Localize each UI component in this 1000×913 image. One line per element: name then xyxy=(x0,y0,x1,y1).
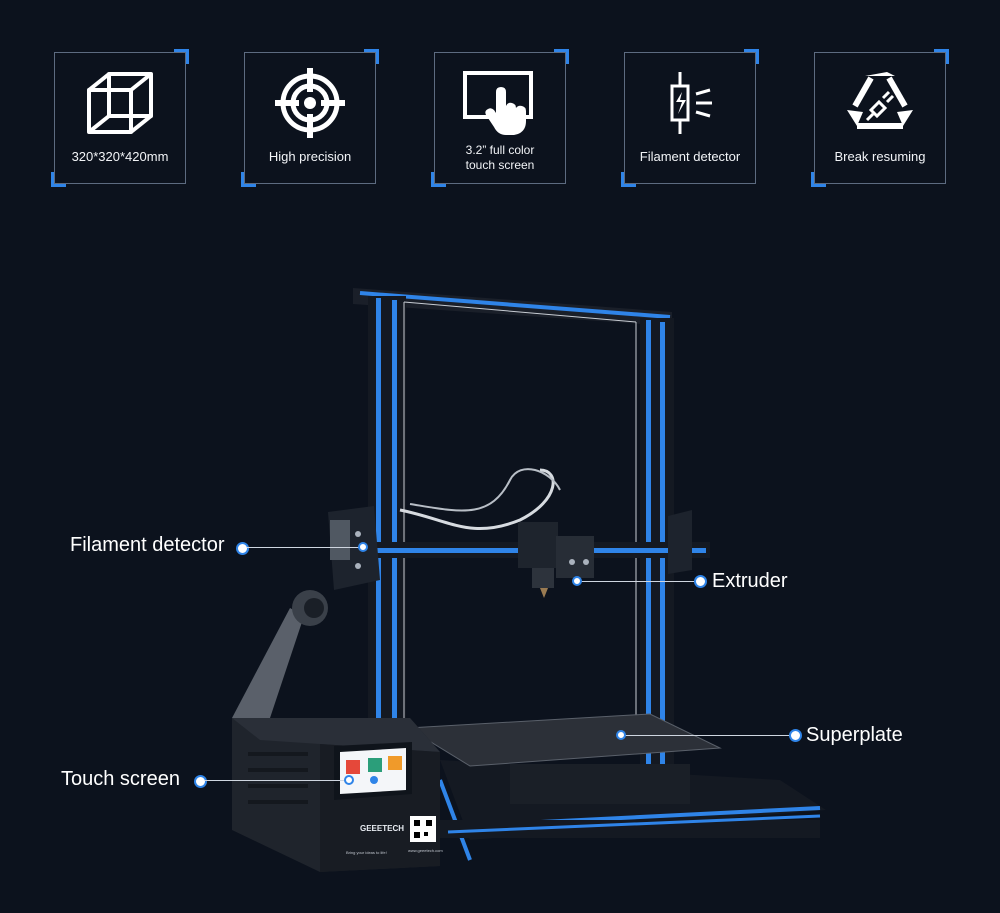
callout-dot xyxy=(194,775,207,788)
feature-label-line-2: touch screen xyxy=(465,158,535,172)
feature-bar: 320*320*420mm High precision xyxy=(0,0,1000,200)
callout-anchor-dot xyxy=(344,775,354,785)
brand-url: www.geeetech.com xyxy=(408,848,443,853)
callout-dot xyxy=(236,542,249,555)
callout-line xyxy=(205,780,345,781)
corner-accent xyxy=(554,49,569,64)
corner-accent xyxy=(241,172,256,187)
feature-label-line-1: 3.2” full color xyxy=(465,143,535,157)
corner-accent xyxy=(364,49,379,64)
callout-dot xyxy=(694,575,707,588)
filament-sensor-icon xyxy=(625,67,755,139)
callout-line xyxy=(624,735,789,736)
touch-screen-icon xyxy=(435,67,565,139)
feature-card-filament-detector: Filament detector xyxy=(621,49,759,187)
callout-label-touch-screen: Touch screen xyxy=(61,768,180,790)
callout-anchor-dot xyxy=(616,730,626,740)
feature-label: Break resuming xyxy=(834,149,926,164)
corner-accent xyxy=(174,49,189,64)
feature-card-build-volume: 320*320*420mm xyxy=(51,49,189,187)
corner-accent xyxy=(811,172,826,187)
corner-accent xyxy=(431,172,446,187)
feature-card-precision: High precision xyxy=(241,49,379,187)
corner-accent xyxy=(51,172,66,187)
crosshair-icon xyxy=(245,67,375,139)
cube-icon xyxy=(55,67,185,139)
feature-card-touch-screen: 3.2” full color touch screen xyxy=(431,49,569,187)
feature-label: High precision xyxy=(268,149,352,164)
callout-dot xyxy=(789,729,802,742)
callout-line xyxy=(580,581,694,582)
feature-label: 3.2” full color touch screen xyxy=(439,143,561,173)
feature-card-break-resuming: Break resuming xyxy=(811,49,949,187)
callout-anchor-dot xyxy=(572,576,582,586)
callout-label-superplate: Superplate xyxy=(806,724,903,746)
printer-scene: GEEETECH Bring your ideas to life! www.g… xyxy=(0,220,1000,913)
corner-accent xyxy=(621,172,636,187)
callout-line xyxy=(247,547,359,548)
callout-anchor-dot xyxy=(358,542,368,552)
feature-label: Filament detector xyxy=(639,149,741,164)
callout-label-extruder: Extruder xyxy=(712,570,788,592)
brand-name: GEEETECH xyxy=(360,824,405,833)
recycle-power-icon xyxy=(815,67,945,139)
brand-logo: GEEETECH xyxy=(360,824,404,834)
corner-accent xyxy=(744,49,759,64)
printer-illustration xyxy=(232,288,826,872)
brand-slogan: Bring your ideas to life! xyxy=(346,850,387,855)
callout-label-filament-detector: Filament detector xyxy=(70,534,225,556)
corner-accent xyxy=(934,49,949,64)
feature-label: 320*320*420mm xyxy=(71,149,169,164)
